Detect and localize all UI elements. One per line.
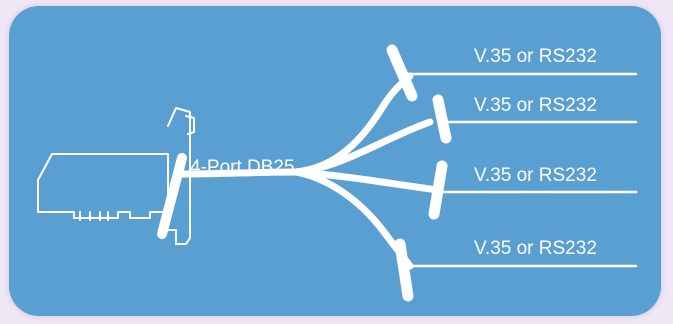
port-4-connector bbox=[394, 238, 414, 302]
port-1-label: V.35 or RS232 bbox=[474, 46, 597, 67]
port-3-connector bbox=[428, 160, 448, 220]
card-connector-bar bbox=[157, 153, 187, 239]
pci-card-icon bbox=[37, 107, 195, 245]
port-1-connector bbox=[386, 44, 418, 102]
card-label: 4-Port DB25 bbox=[190, 157, 295, 178]
port-2-label: V.35 or RS232 bbox=[474, 95, 597, 116]
port-4-label: V.35 or RS232 bbox=[474, 238, 597, 259]
port-2-connector bbox=[432, 94, 452, 144]
port-3-label: V.35 or RS232 bbox=[474, 165, 597, 186]
